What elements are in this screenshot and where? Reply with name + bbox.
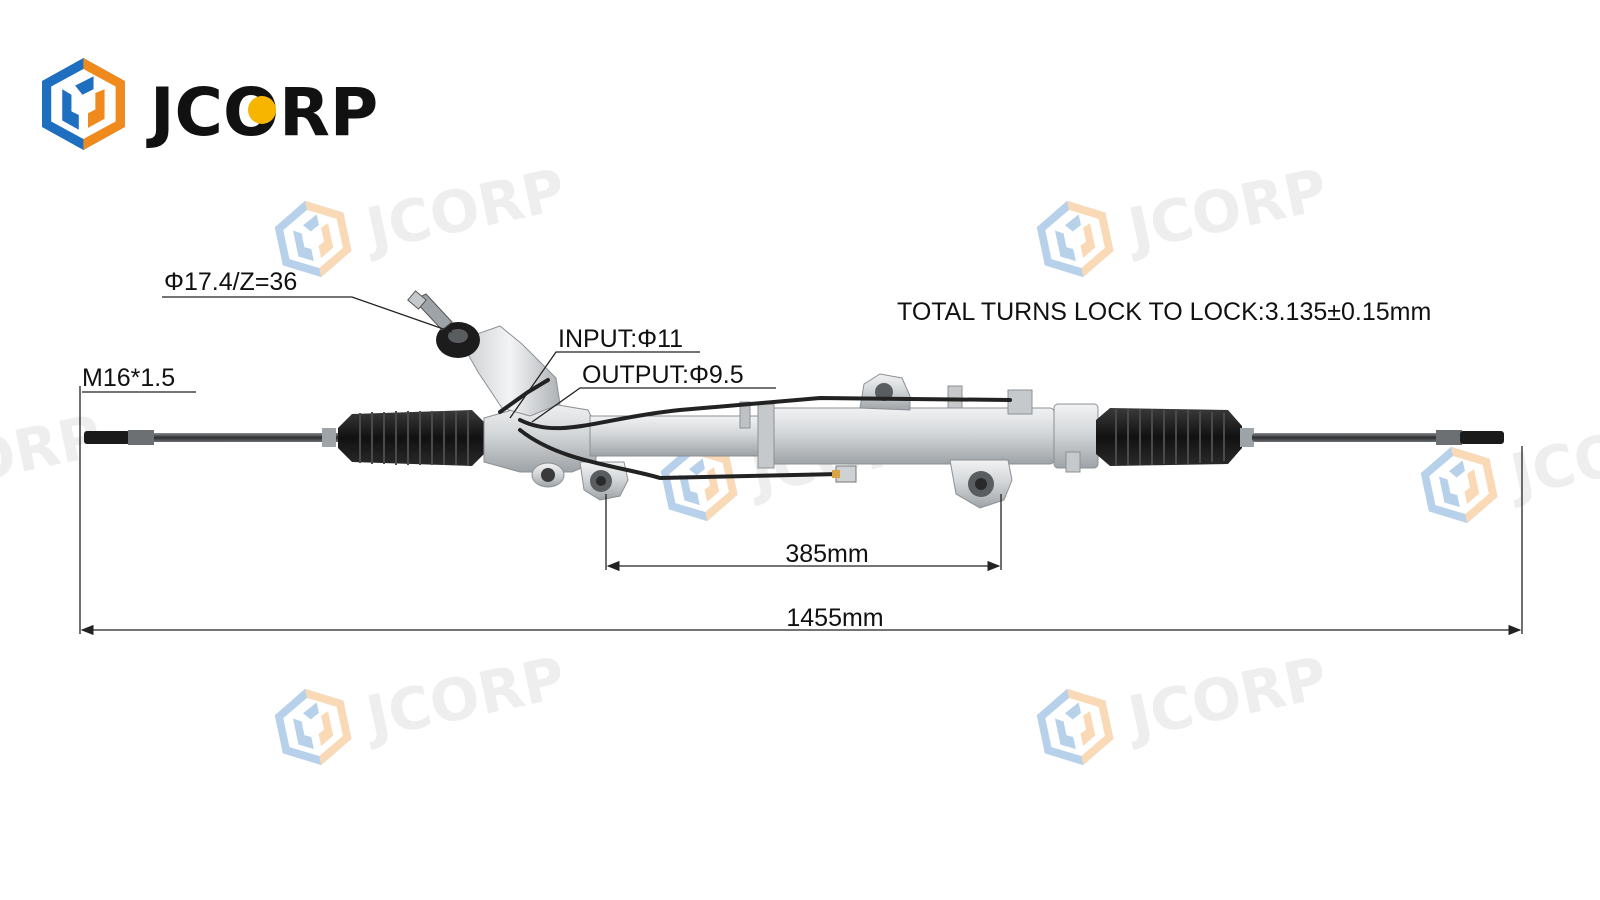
annotation-labels: Φ17.4/Z=36 M16*1.5 INPUT:Φ11 OUTPUT:Φ9.5… bbox=[82, 268, 1431, 632]
brand-logo: JCORP bbox=[42, 58, 378, 151]
right-bellows-boot bbox=[1096, 408, 1242, 466]
upper-mount-bracket bbox=[859, 373, 911, 411]
brand-accent-dot bbox=[248, 96, 276, 124]
right-tie-rod-collar bbox=[1240, 428, 1254, 447]
watermark-logo-icon bbox=[270, 681, 356, 773]
watermark-logo-icon bbox=[1416, 439, 1502, 531]
watermark-brand: JCORP bbox=[0, 401, 107, 510]
left-tie-rod-end bbox=[84, 431, 130, 444]
watermark-logo-icon bbox=[1032, 681, 1118, 773]
left-tie-rod-thread bbox=[128, 430, 154, 445]
watermark-logo-icon bbox=[1032, 193, 1118, 285]
left-tie-rod bbox=[130, 433, 342, 442]
output-port-label: OUTPUT:Φ9.5 bbox=[582, 361, 744, 389]
thread-spec-label: M16*1.5 bbox=[82, 364, 175, 392]
output-port-leader bbox=[531, 387, 776, 423]
right-tie-rod bbox=[1252, 433, 1456, 442]
brand-logo-icon bbox=[42, 58, 125, 150]
cylinder-body bbox=[769, 407, 1055, 465]
input-port-label: INPUT:Φ11 bbox=[558, 325, 683, 353]
right-tie-rod-thread bbox=[1436, 430, 1462, 445]
watermark-brand: JCORP bbox=[1119, 155, 1333, 264]
left-mount-bushing bbox=[579, 461, 629, 501]
watermark-brand: JCORP bbox=[357, 643, 571, 752]
watermark-brand: JCORP bbox=[357, 155, 571, 264]
watermark-brand: JCORP bbox=[1501, 401, 1600, 510]
valve-lower-lug bbox=[531, 462, 565, 488]
watermark-brand: JCORP bbox=[1119, 643, 1333, 752]
mount-spacing-label: 385mm bbox=[785, 540, 868, 568]
right-tie-rod-end bbox=[1460, 431, 1504, 444]
dimension-lines bbox=[79, 296, 1523, 636]
pinion-tower bbox=[459, 325, 561, 417]
pinion-spec-label: Φ17.4/Z=36 bbox=[164, 268, 297, 296]
pinion-spec-leader bbox=[162, 296, 453, 333]
input-port-leader bbox=[509, 351, 700, 419]
overall-length-label: 1455mm bbox=[786, 604, 883, 632]
left-bellows-boot bbox=[338, 410, 486, 466]
left-tie-rod-collar bbox=[322, 428, 336, 447]
steering-rack bbox=[84, 290, 1504, 509]
right-mount-bushing bbox=[949, 459, 1013, 509]
total-turns-label: TOTAL TURNS LOCK TO LOCK:3.135±0.15mm bbox=[897, 298, 1431, 326]
